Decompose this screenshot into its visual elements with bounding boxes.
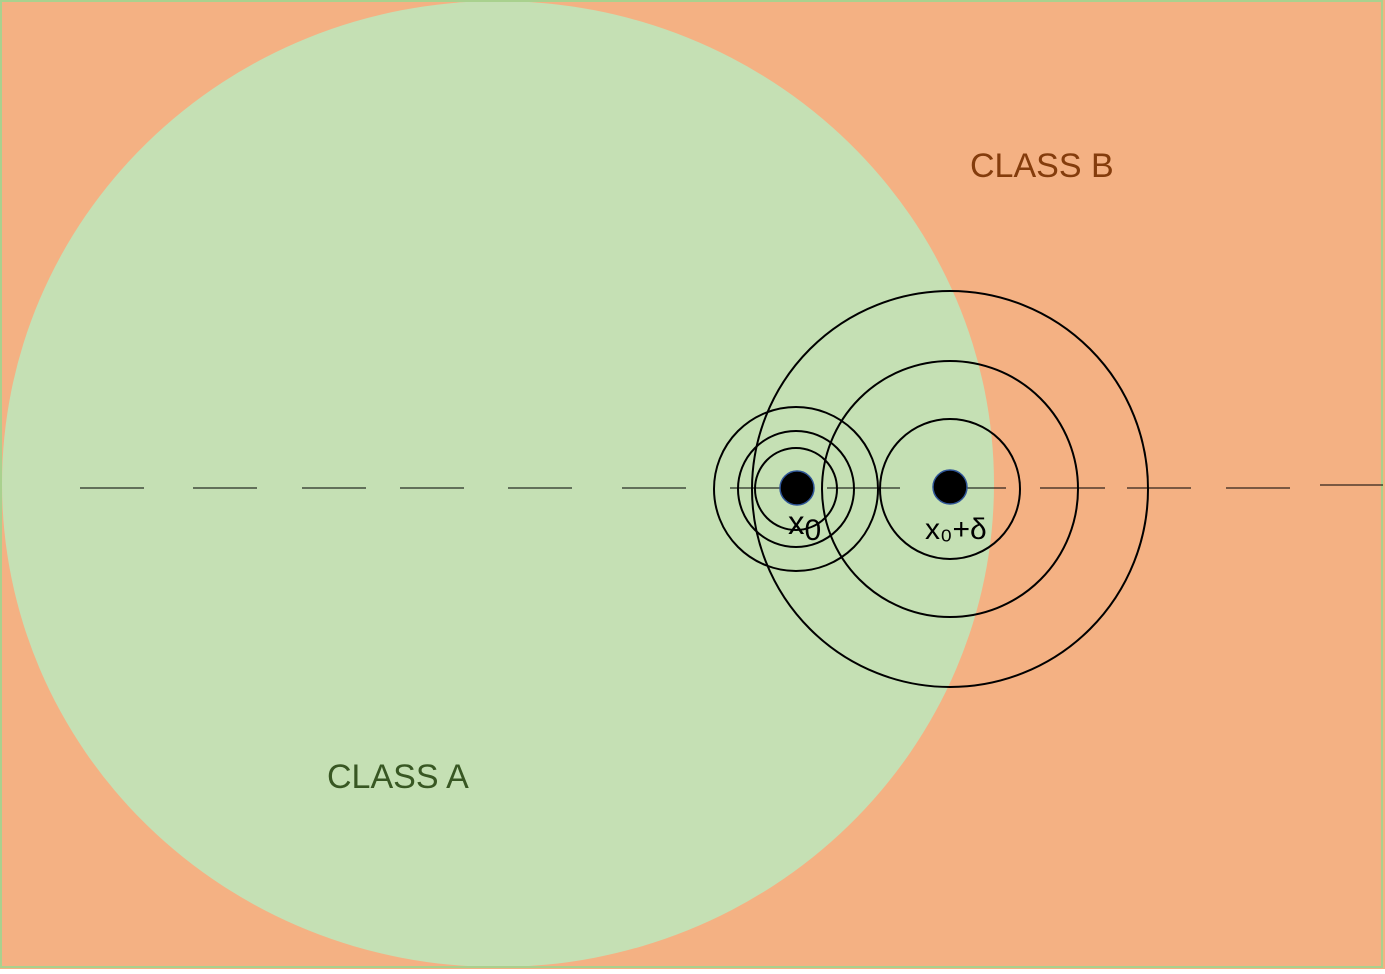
x0-delta-ring-large bbox=[751, 290, 1149, 688]
x0-ring-medium bbox=[737, 430, 855, 548]
x0-label-main: x bbox=[788, 504, 805, 541]
x0-delta-point bbox=[932, 469, 968, 505]
x0-delta-ring-small bbox=[879, 418, 1021, 560]
class-b-label: CLASS B bbox=[970, 147, 1114, 185]
x0-ring-small bbox=[754, 447, 838, 531]
x0-delta-label: x₀+δ bbox=[925, 513, 987, 546]
x0-ring-large bbox=[713, 406, 879, 572]
x0-neighborhood-rings bbox=[713, 406, 879, 572]
x0-delta-neighborhood-rings bbox=[751, 290, 1149, 688]
x0-label: x0 bbox=[788, 504, 821, 547]
x0-point bbox=[779, 470, 815, 506]
class-a-region bbox=[2, 1, 994, 967]
dashed-axis bbox=[80, 484, 1383, 489]
x0-label-subscript: 0 bbox=[805, 514, 822, 547]
class-a-label: CLASS A bbox=[327, 758, 469, 796]
x0-delta-ring-medium bbox=[821, 360, 1079, 618]
